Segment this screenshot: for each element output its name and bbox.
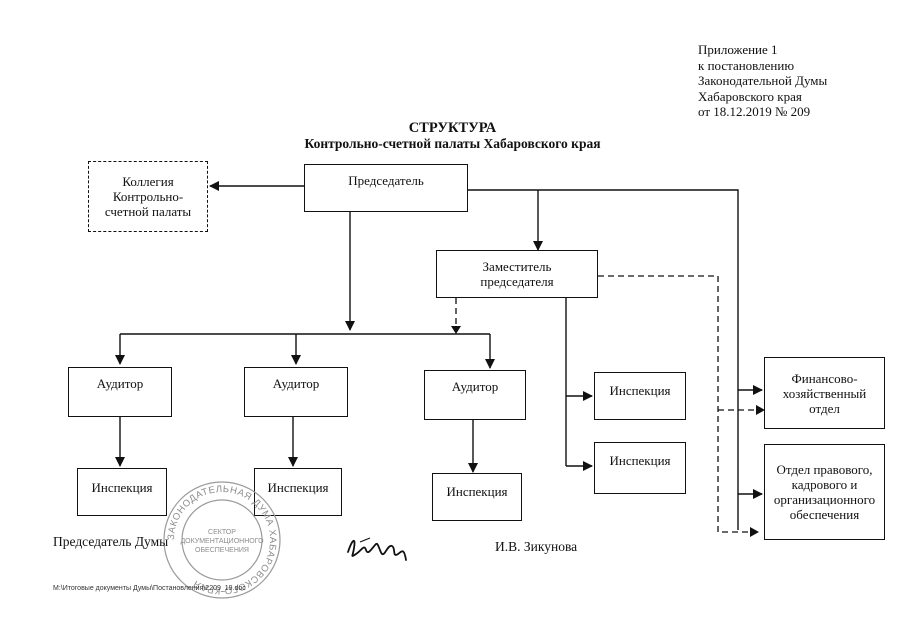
legal-line: обеспечения	[789, 507, 860, 522]
auditor-label: Аудитор	[96, 376, 144, 391]
stamp-inner-text: СЕКТОР	[208, 529, 236, 536]
dashed-arrowhead	[451, 326, 461, 334]
collegium-line: Коллегия	[122, 174, 174, 189]
inspection-box-4: Инспекция	[594, 372, 686, 420]
stamp-inner-text: ДОКУМЕНТАЦИОННОГО	[180, 538, 264, 545]
collegium-line: счетной палаты	[104, 204, 192, 219]
legal-line: Отдел правового,	[776, 462, 873, 477]
inspection-box-1: Инспекция	[77, 468, 167, 516]
auditor-label: Аудитор	[451, 379, 499, 394]
deputy-box: Заместитель председателя	[436, 250, 598, 298]
inspection-label: Инспекция	[91, 480, 153, 495]
annex-line: Хабаровского края	[698, 88, 802, 104]
legal-department-box: Отдел правового, кадрового и организацио…	[764, 444, 885, 540]
signatory-name: И.В. Зикунова	[495, 539, 578, 554]
file-path: M:\Итоговые документы Думы\Постановления…	[53, 585, 246, 592]
inspection-label: Инспекция	[609, 453, 671, 468]
auditor-box-3: Аудитор	[424, 370, 526, 420]
dashed-arrowhead	[750, 527, 759, 537]
collegium-box: Коллегия Контрольно- счетной палаты	[88, 161, 208, 232]
stamp-inner-text: ОБЕСПЕЧЕНИЯ	[195, 547, 249, 554]
deputy-line: Заместитель	[482, 259, 552, 274]
finance-line: хозяйственный	[782, 385, 867, 401]
dashed-deputy-right	[598, 275, 750, 533]
dashed-arrowhead	[756, 405, 765, 415]
finance-line: отдел	[809, 400, 840, 416]
inspection-label: Инспекция	[267, 480, 329, 495]
finance-line: Финансово-	[791, 370, 858, 386]
chairman-box: Председатель	[304, 164, 468, 212]
annex-line: от 18.12.2019 № 209	[698, 104, 811, 119]
inspection-box-3: Инспекция	[432, 473, 522, 521]
inspection-box-5: Инспекция	[594, 442, 686, 494]
inspection-label: Инспекция	[609, 383, 671, 398]
chairman-label: Председатель	[348, 173, 424, 188]
deputy-line: председателя	[480, 274, 554, 289]
inspection-box-2: Инспекция	[254, 468, 342, 516]
auditor-box-1: Аудитор	[68, 367, 172, 417]
legal-line: кадрового и	[791, 477, 858, 492]
annex-line: Приложение 1	[698, 42, 778, 57]
document-title: СТРУКТУРА Контрольно-счетной палаты Хаба…	[0, 120, 905, 152]
handwritten-signature	[347, 537, 407, 561]
collegium-line: Контрольно-	[112, 189, 184, 204]
auditor-box-2: Аудитор	[244, 367, 348, 417]
title-text: СТРУКТУРА	[408, 120, 497, 136]
annex-note: Приложение 1 к постановлению Законодател…	[698, 42, 827, 120]
signatory-position: Председатель Думы	[53, 534, 169, 549]
inspection-label: Инспекция	[446, 484, 508, 499]
subtitle-text: Контрольно-счетной палаты Хабаровского к…	[304, 136, 601, 151]
annex-line: к постановлению	[698, 57, 795, 73]
line-chairman-right	[468, 189, 739, 530]
auditor-label: Аудитор	[272, 376, 320, 391]
finance-department-box: Финансово- хозяйственный отдел	[764, 357, 885, 429]
legal-line: организационного	[773, 492, 876, 507]
annex-line: Законодательной Думы	[698, 73, 828, 88]
official-stamp: ЗАКОНОДАТЕЛЬНАЯ ДУМА ХАБАРОВСКОГО КРАЯ С…	[163, 481, 281, 599]
